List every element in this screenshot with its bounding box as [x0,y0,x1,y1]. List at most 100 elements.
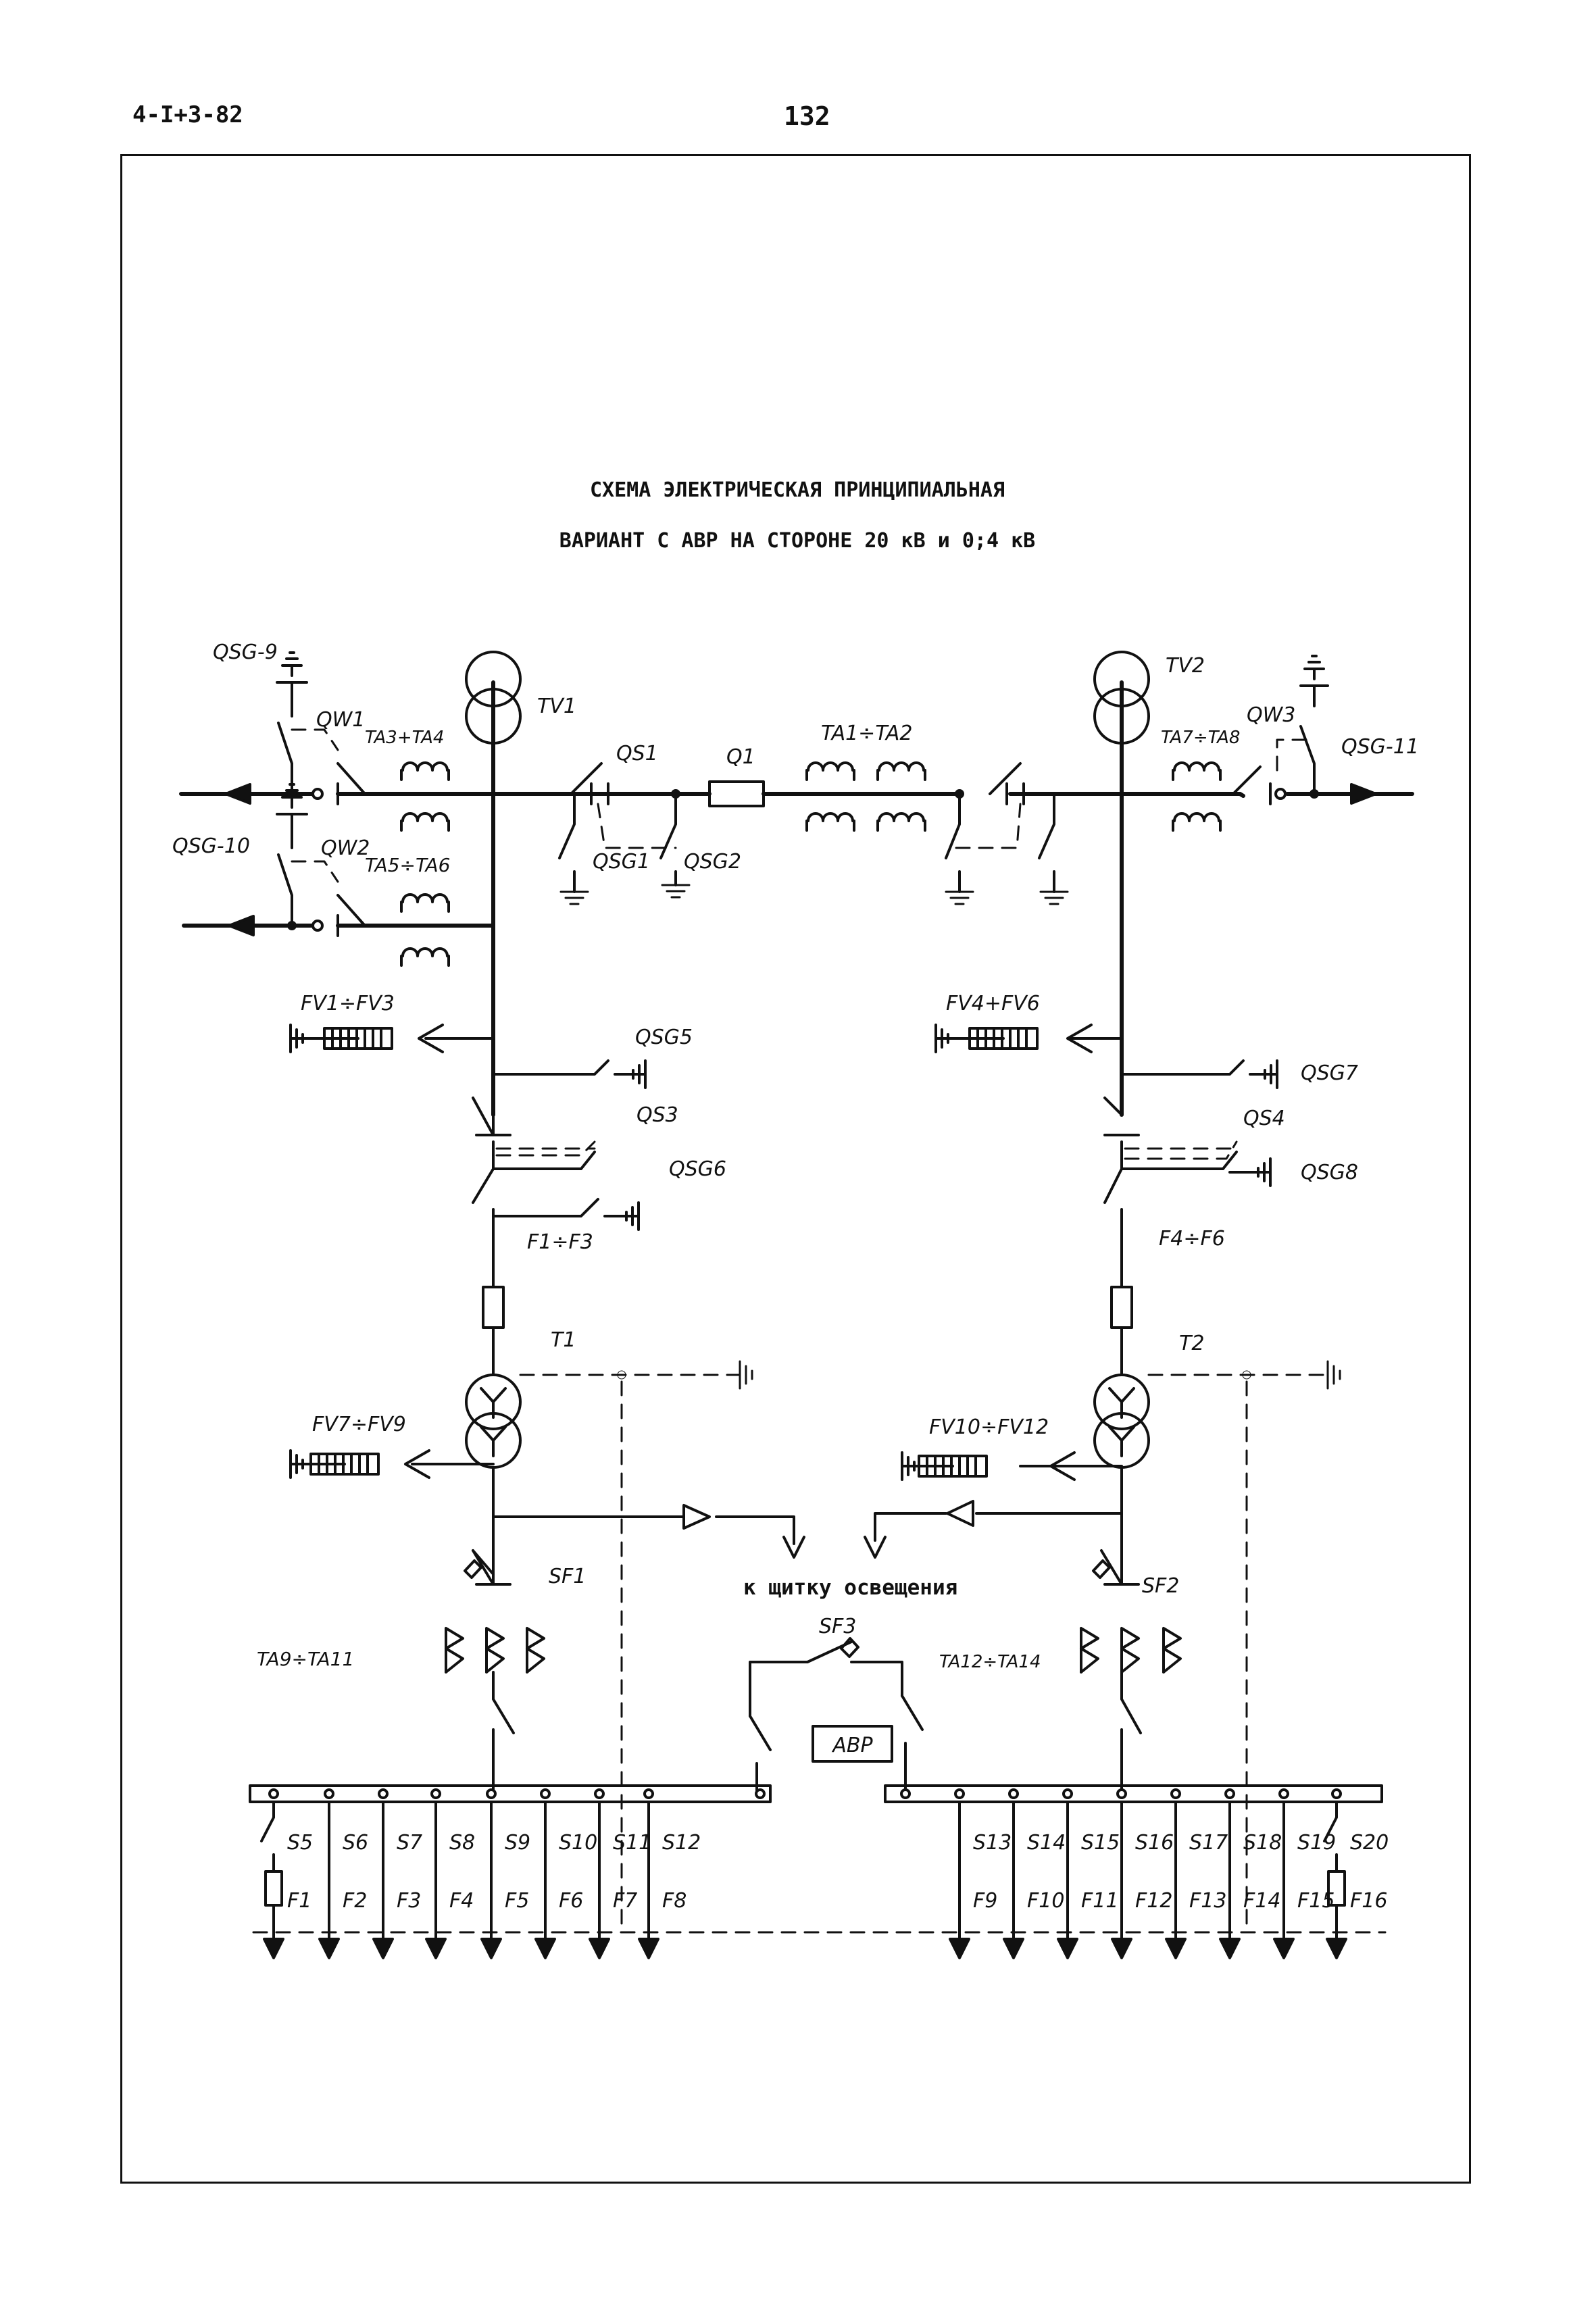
label-qsg1: QSG1 [593,850,650,874]
feeder-switch-label: S14 [1027,1831,1066,1855]
label-qsg8: QSG8 [1301,1161,1358,1184]
feeder-fuse-label: F16 [1350,1889,1387,1913]
load-arrow [589,1938,610,1959]
right-feeder-lines [900,1788,1347,1959]
label-ta5-ta6: TA5÷TA6 [365,854,450,876]
feeder-fuse-label: F6 [559,1889,583,1913]
feeder-switch-label: S16 [1135,1831,1174,1855]
bus-tap-point [324,1788,334,1799]
feeder-switch-label: S10 [559,1831,597,1855]
load-arrow [425,1938,447,1959]
load-arrow [1003,1938,1024,1959]
feeder-fuse-label: F9 [973,1889,997,1913]
avr-label: АВР [831,1734,873,1757]
bus-tap-point [1278,1788,1289,1799]
feeder-fuse-label: F3 [397,1889,421,1913]
label-qs3: QS3 [637,1103,678,1127]
label-ta12-ta14: TA12÷TA14 [939,1652,1041,1672]
label-qw1: QW1 [316,708,365,732]
bus-tap-point [1170,1788,1181,1799]
load-arrow [1219,1938,1241,1959]
feeder-fuse-label: F10 [1027,1889,1064,1913]
feeder-fuse-label: F14 [1243,1889,1280,1913]
page-number: 132 [784,101,830,131]
document-code: 4-I+3-82 [132,101,243,128]
bus-tap-point [954,1788,965,1799]
label-qsg9: QSG-9 [213,640,278,664]
label-sf3: SF3 [819,1615,856,1638]
label-fv4-fv6: FV4+FV6 [946,992,1040,1015]
feeder-switch [260,1801,275,1873]
bus-tap-point [1116,1788,1127,1799]
feeder-fuse-label: F11 [1081,1889,1118,1913]
label-tv2: TV2 [1166,654,1205,678]
load-arrow [949,1938,970,1959]
title-line-1: СХЕМА ЭЛЕКТРИЧЕСКАЯ ПРИНЦИПИАЛЬНАЯ [590,478,1005,502]
lighting-panel-note: к щитку освещения [743,1576,957,1600]
label-f4-f6: F4÷F6 [1159,1227,1225,1251]
label-ta1-ta2: TA1÷TA2 [821,722,913,745]
label-qsg5: QSG5 [635,1026,693,1049]
left-feeder-lines [260,1788,766,1959]
feeder-switch-label: S12 [662,1831,701,1855]
label-tv1: TV1 [537,695,576,718]
feeder-fuse-label: F15 [1297,1889,1335,1913]
feeder-switch-label: S17 [1189,1831,1228,1855]
load-arrow [1273,1938,1295,1959]
feeder-fuse-label: F1 [287,1889,311,1913]
label-sf1: SF1 [549,1565,586,1588]
label-ta7-ta8: TA7÷TA8 [1161,728,1240,748]
feeder-fuse-label: F4 [449,1889,474,1913]
feeder-switch-label: S15 [1081,1831,1120,1855]
label-t1: T1 [551,1328,576,1352]
title-line-2: ВАРИАНТ С АВР НА СТОРОНЕ 20 кВ и 0;4 кВ [559,529,1035,553]
label-qsg11: QSG-11 [1341,735,1419,759]
bus-tap-point [1062,1788,1073,1799]
feeder-fuse [264,1870,283,1907]
feeder-switch-label: S20 [1350,1831,1389,1855]
bus-tap-point [594,1788,605,1799]
label-fv1-fv3: FV1÷FV3 [301,992,395,1015]
feeder-fuse-label: F12 [1135,1889,1172,1913]
bus-tap-point [268,1788,279,1799]
bus-tap-point [540,1788,551,1799]
label-qs4: QS4 [1243,1107,1285,1130]
label-ta3-ta4: TA3+TA4 [365,728,444,748]
bus-tap-point [643,1788,654,1799]
label-qs1: QS1 [616,742,658,765]
bus-tap-point [486,1788,497,1799]
label-qw3: QW3 [1247,703,1295,727]
feeder-switch-label: S9 [505,1831,530,1855]
bus-tap-point [430,1788,441,1799]
bus-tap-point [1331,1788,1342,1799]
label-qsg10: QSG-10 [172,834,250,858]
feeder-switch-label: S7 [397,1831,422,1855]
feeder-fuse-label: F8 [662,1889,687,1913]
load-arrow [480,1938,502,1959]
label-f1-f3: F1÷F3 [527,1230,593,1254]
feeder-switch-label: S19 [1297,1831,1336,1855]
label-qsg7: QSG7 [1301,1061,1358,1085]
load-arrow [1165,1938,1187,1959]
bus-tap-point [755,1788,766,1799]
load-arrow [318,1938,340,1959]
label-qw2: QW2 [321,836,370,860]
load-arrow [1111,1938,1132,1959]
feeder-switch-label: S5 [287,1831,313,1855]
label-t2: T2 [1179,1332,1204,1355]
feeder-switch-label: S6 [343,1831,368,1855]
load-arrow [263,1938,284,1959]
bus-tap-point [378,1788,389,1799]
feeder-fuse-label: F13 [1189,1889,1226,1913]
label-q1: Q1 [726,745,755,769]
feeder-fuse-label: F7 [613,1889,637,1913]
load-arrow [1057,1938,1078,1959]
feeder-fuse-label: F2 [343,1889,367,1913]
feeder-switch [1323,1801,1338,1873]
feeder-switch-label: S11 [613,1831,651,1855]
feeder-switch-label: S18 [1243,1831,1282,1855]
bus-tap-point [900,1788,911,1799]
label-qsg6: QSG6 [669,1157,726,1181]
load-arrow [534,1938,556,1959]
